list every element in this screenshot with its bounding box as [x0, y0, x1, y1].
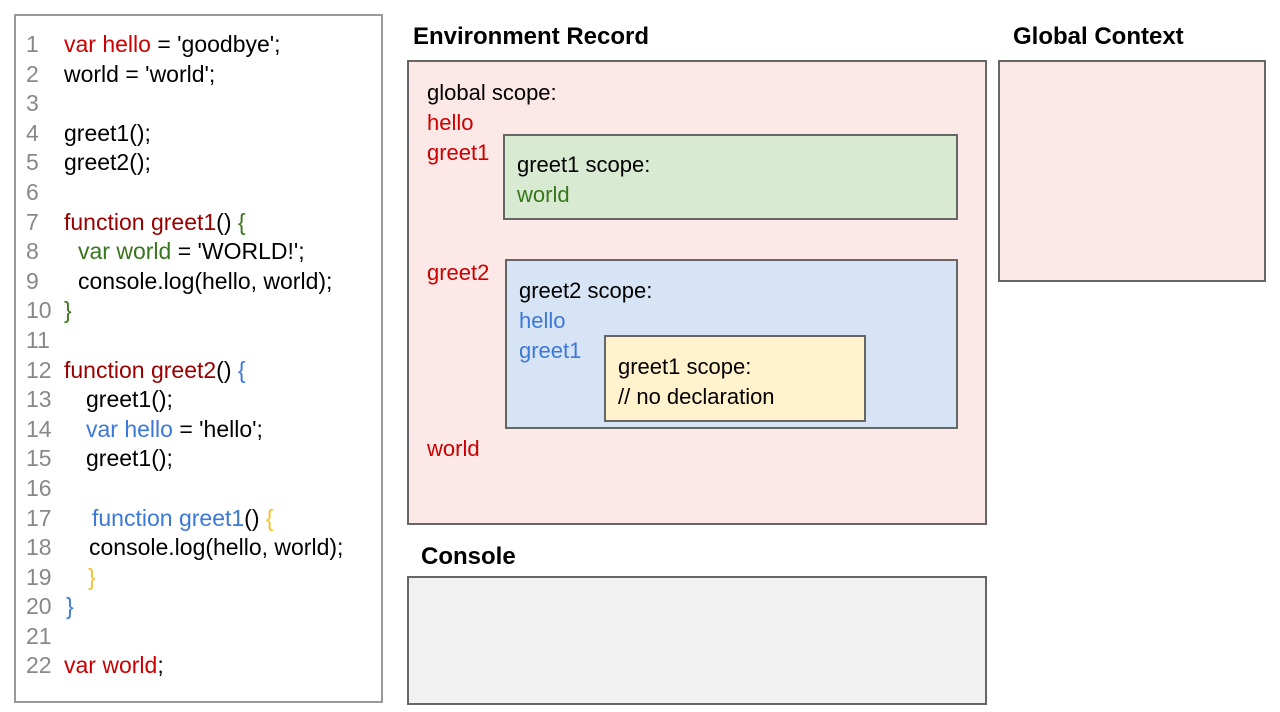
- code-line: 18 console.log(hello, world);: [26, 534, 381, 564]
- code-text: greet1();: [86, 386, 173, 413]
- line-number: 6: [26, 178, 39, 205]
- code-line: 16: [26, 475, 381, 505]
- code-text: var world;: [64, 652, 164, 679]
- code-line: 5 greet2();: [26, 149, 381, 179]
- line-number: 8: [26, 238, 39, 265]
- code-line: 7 function greet1() {: [26, 209, 381, 239]
- code-line: 19}: [26, 564, 381, 594]
- greet1-scope-label: greet1 scope:: [517, 152, 651, 177]
- line-number: 10: [26, 297, 52, 324]
- code-text: greet1();: [64, 119, 151, 146]
- code-line: 13 greet1();: [26, 386, 381, 416]
- console-title: Console: [421, 543, 516, 570]
- greet2-scope-entry-hello: hello: [519, 308, 566, 333]
- code-line: 9 console.log(hello, world);: [26, 268, 381, 298]
- code-text: var world = 'WORLD!';: [78, 238, 305, 265]
- code-text: function greet2() {: [64, 356, 246, 383]
- line-number: 15: [26, 445, 52, 472]
- greet1-scope-box: greet1 scope: world: [503, 134, 958, 220]
- greet1-scope-entry-world: world: [517, 182, 570, 207]
- code-line: 3: [26, 90, 381, 120]
- code-line: 10}: [26, 297, 381, 327]
- line-number: 12: [26, 356, 52, 383]
- code-line: 15 greet1();: [26, 445, 381, 475]
- code-line: 11: [26, 327, 381, 357]
- line-number: 13: [26, 386, 52, 413]
- global-entry-greet1: greet1: [427, 140, 490, 165]
- code-line: 22 var world;: [26, 652, 381, 682]
- line-number: 22: [26, 652, 52, 679]
- code-panel: 1 var hello = 'goodbye'; 2 world = 'world';…: [14, 14, 383, 703]
- line-number: 9: [26, 267, 39, 294]
- code-text: greet2();: [64, 149, 151, 176]
- code-line: 8 var world = 'WORLD!';: [26, 238, 381, 268]
- global-context-box: [998, 60, 1266, 282]
- nested-greet1-scope-label: greet1 scope:: [618, 354, 752, 379]
- code-line: 1 var hello = 'goodbye';: [26, 31, 381, 61]
- global-scope-label: global scope:: [427, 80, 557, 105]
- line-number: 5: [26, 149, 39, 176]
- greet2-scope-box: greet2 scope: hello greet1 greet1 scope:…: [505, 259, 958, 429]
- no-declaration-comment: // no declaration: [618, 384, 775, 409]
- line-number: 4: [26, 119, 39, 146]
- code-text: function greet1() {: [92, 504, 274, 531]
- line-number: 3: [26, 90, 39, 117]
- code-text: }: [66, 593, 74, 620]
- line-number: 1: [26, 31, 39, 57]
- code-line: 2 world = 'world';: [26, 61, 381, 91]
- line-number: 2: [26, 60, 39, 87]
- code-line: 4 greet1();: [26, 120, 381, 150]
- line-number: 7: [26, 208, 39, 235]
- line-number: 16: [26, 474, 52, 501]
- code-lines: 1 var hello = 'goodbye'; 2 world = 'world';…: [26, 31, 381, 682]
- code-line: 17 function greet1() {: [26, 505, 381, 535]
- code-text: function greet1() {: [64, 208, 246, 235]
- code-text: console.log(hello, world);: [89, 534, 344, 561]
- environment-record-title: Environment Record: [413, 23, 650, 50]
- nested-greet1-scope-box: greet1 scope: // no declaration: [604, 335, 866, 422]
- line-number: 20: [26, 593, 52, 620]
- line-number: 17: [26, 504, 52, 531]
- code-text: world = 'world';: [64, 60, 216, 87]
- line-number: 11: [26, 326, 50, 353]
- console-box: [407, 576, 987, 705]
- code-line: 14 var hello = 'hello';: [26, 416, 381, 446]
- code-line: 20}: [26, 593, 381, 623]
- greet2-scope-entry-greet1: greet1: [519, 338, 582, 363]
- line-number: 19: [26, 563, 52, 590]
- code-text: }: [88, 563, 96, 590]
- code-line: 12 function greet2() {: [26, 357, 381, 387]
- greet2-scope-label: greet2 scope:: [519, 278, 653, 303]
- global-entry-hello: hello: [427, 110, 474, 135]
- code-text: console.log(hello, world);: [78, 267, 333, 294]
- code-line: 21: [26, 623, 381, 653]
- code-text: }: [64, 297, 72, 324]
- code-text: greet1();: [86, 445, 173, 472]
- line-number: 14: [26, 415, 52, 442]
- global-entry-greet2: greet2: [427, 260, 490, 285]
- global-entry-world: world: [427, 436, 480, 461]
- environment-record-box: global scope: hello greet1 greet2 world …: [407, 60, 987, 525]
- line-number: 21: [26, 622, 52, 649]
- code-text: var hello = 'goodbye';: [64, 31, 281, 57]
- code-text: var hello = 'hello';: [86, 415, 263, 442]
- global-context-title: Global Context: [1013, 23, 1184, 50]
- code-line: 6: [26, 179, 381, 209]
- line-number: 18: [26, 534, 52, 561]
